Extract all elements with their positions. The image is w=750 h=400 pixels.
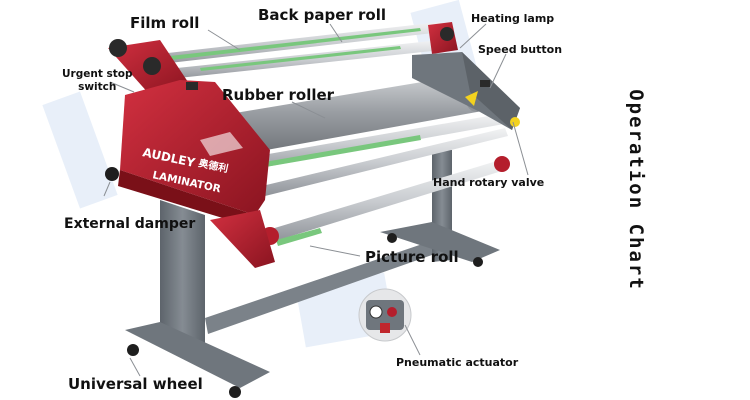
label-heating-lamp: Heating lamp bbox=[471, 12, 555, 25]
stand-frame bbox=[125, 150, 500, 388]
label-film-roll: Film roll bbox=[130, 14, 200, 32]
label-external-damper: External damper bbox=[64, 216, 196, 232]
label-urgent-stop-line1: Urgent stop bbox=[62, 68, 133, 80]
top-rolls bbox=[108, 22, 458, 95]
label-hand-rotary-valve: Hand rotary valve bbox=[433, 176, 545, 189]
label-back-paper-roll: Back paper roll bbox=[258, 6, 387, 24]
left-side-panel: AUDLEY 奥德利 LAMINATOR bbox=[105, 80, 275, 268]
label-urgent-stop-switch: Urgent stop switch bbox=[62, 68, 133, 94]
operation-chart-title: Operation Chart bbox=[625, 89, 647, 291]
label-speed-button: Speed button bbox=[478, 43, 563, 56]
wheels bbox=[127, 233, 483, 398]
pneumatic-actuator-inset bbox=[358, 288, 412, 342]
right-control-housing bbox=[412, 52, 520, 130]
label-universal-wheel: Universal wheel bbox=[68, 375, 203, 393]
label-urgent-stop-line2: switch bbox=[78, 81, 117, 93]
label-picture-roll: Picture roll bbox=[365, 248, 459, 266]
leader-lines bbox=[103, 23, 529, 377]
label-pneumatic-actuator: Pneumatic actuator bbox=[396, 356, 519, 369]
label-rubber-roller: Rubber roller bbox=[222, 86, 335, 104]
